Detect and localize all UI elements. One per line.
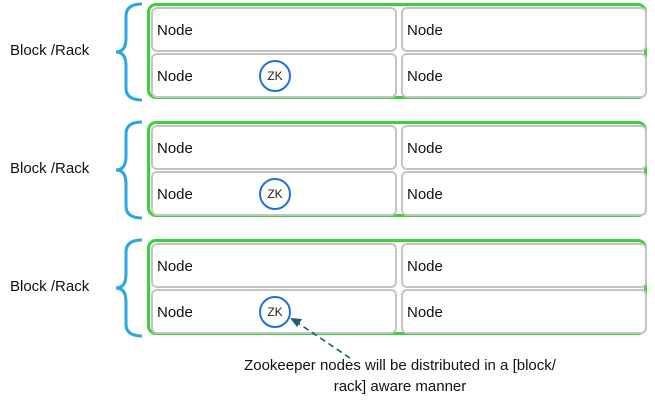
node: Node <box>401 171 647 216</box>
node-label: Node <box>407 304 443 321</box>
rack-box-1: Node Node Node ZK Node <box>147 3 647 99</box>
rack-box-3: Node Node Node ZK Node <box>147 239 647 335</box>
node-label: Node <box>407 22 443 39</box>
caption-line-2: rack] aware manner <box>333 378 467 395</box>
node-label: Node <box>407 140 443 157</box>
node-label: Node <box>157 68 193 85</box>
node-label: Node <box>407 186 443 203</box>
node: Node ZK <box>151 289 397 334</box>
annotation-caption: Zookeeper nodes will be distributed in a… <box>200 355 600 397</box>
node: Node <box>151 243 397 288</box>
node-label: Node <box>157 186 193 203</box>
rack-brace-1 <box>115 2 143 102</box>
node: Node ZK <box>151 53 397 98</box>
caption-line-1: Zookeeper nodes will be distributed in a… <box>244 357 556 374</box>
node: Node <box>151 7 397 52</box>
node-label: Node <box>157 304 193 321</box>
rack-brace-3 <box>115 238 143 338</box>
node-label: Node <box>157 258 193 275</box>
rack-box-2: Node Node Node ZK Node <box>147 121 647 217</box>
rack-label-1: Block /Rack <box>10 42 90 59</box>
zookeeper-node-icon: ZK <box>259 60 291 92</box>
node: Node <box>151 125 397 170</box>
zookeeper-node-icon: ZK <box>259 296 291 328</box>
rack-label-2: Block /Rack <box>10 160 90 177</box>
node: Node <box>401 289 647 334</box>
node: Node ZK <box>151 171 397 216</box>
node-label: Node <box>157 140 193 157</box>
rack-label-3: Block /Rack <box>10 278 90 295</box>
node: Node <box>401 125 647 170</box>
node-label: Node <box>407 258 443 275</box>
node-label: Node <box>407 68 443 85</box>
rack-brace-2 <box>115 120 143 220</box>
zookeeper-node-icon: ZK <box>259 178 291 210</box>
node: Node <box>401 53 647 98</box>
node: Node <box>401 7 647 52</box>
node: Node <box>401 243 647 288</box>
node-label: Node <box>157 22 193 39</box>
